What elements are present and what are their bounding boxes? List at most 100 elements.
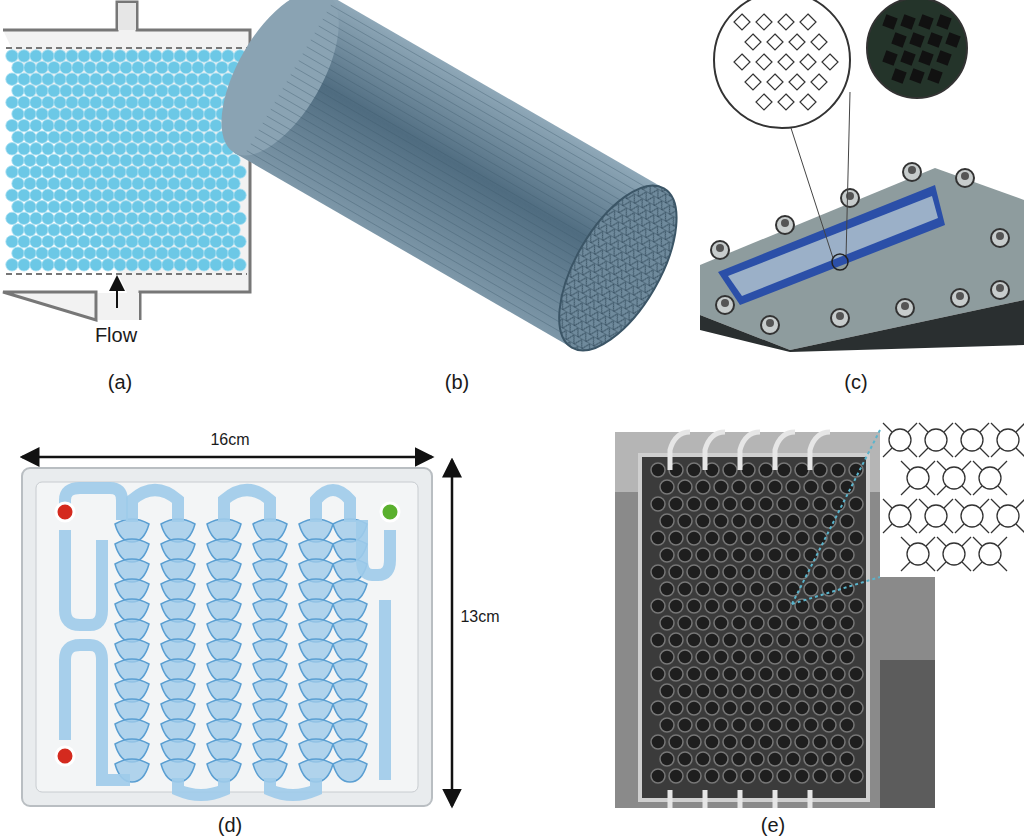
bead xyxy=(174,235,186,247)
post xyxy=(777,497,791,511)
lattice-arm xyxy=(883,499,892,508)
bead xyxy=(72,224,84,236)
bead xyxy=(48,201,60,213)
post xyxy=(750,480,764,494)
bead xyxy=(156,177,168,189)
photo-zoom xyxy=(882,14,960,83)
channel-line xyxy=(323,19,645,205)
post xyxy=(705,497,719,511)
post xyxy=(741,463,755,477)
lattice-arm xyxy=(991,448,1000,457)
bead xyxy=(60,61,72,73)
post-photo xyxy=(927,32,942,47)
post xyxy=(678,718,692,732)
post xyxy=(687,599,701,613)
bead xyxy=(120,154,132,166)
post-photo xyxy=(891,32,906,47)
post xyxy=(849,565,863,579)
bead xyxy=(228,201,240,213)
bead xyxy=(180,108,192,120)
bead xyxy=(156,224,168,236)
post xyxy=(732,582,746,596)
lattice-arm xyxy=(883,524,892,533)
post xyxy=(678,752,692,766)
bead xyxy=(192,85,204,97)
post xyxy=(831,633,845,647)
bead xyxy=(114,50,126,62)
lattice-node xyxy=(907,543,929,565)
post xyxy=(777,667,791,681)
bead xyxy=(162,50,174,62)
lattice-arm xyxy=(908,499,917,508)
bead xyxy=(96,247,108,259)
post xyxy=(687,633,701,647)
bolt xyxy=(831,309,849,327)
bead xyxy=(234,259,246,271)
tube xyxy=(773,790,778,808)
post xyxy=(687,701,701,715)
bead xyxy=(42,259,54,271)
bead xyxy=(90,73,102,85)
post xyxy=(786,480,800,494)
lattice-arm xyxy=(998,562,1007,571)
post xyxy=(768,514,782,528)
lattice-node xyxy=(925,429,947,451)
lattice-arm xyxy=(944,524,953,533)
bead xyxy=(228,154,240,166)
post xyxy=(741,667,755,681)
post-photo xyxy=(918,50,933,65)
bolt-head xyxy=(716,244,724,252)
post xyxy=(804,480,818,494)
bead xyxy=(162,73,174,85)
tube xyxy=(740,432,760,470)
bead xyxy=(36,154,48,166)
lattice-arm xyxy=(973,537,982,546)
tube xyxy=(808,790,813,808)
post-outline xyxy=(789,74,805,90)
bead xyxy=(78,119,90,131)
bead xyxy=(120,61,132,73)
post xyxy=(849,701,863,715)
post xyxy=(669,599,683,613)
bead xyxy=(108,131,120,143)
bead xyxy=(192,177,204,189)
bead xyxy=(18,212,30,224)
bead xyxy=(18,96,30,108)
post-array-zoom xyxy=(734,14,838,110)
channel-line xyxy=(295,68,617,254)
post xyxy=(750,514,764,528)
bead xyxy=(54,119,66,131)
post xyxy=(777,599,791,613)
lattice-arm xyxy=(926,537,935,546)
channel-line xyxy=(279,95,601,281)
bead xyxy=(120,201,132,213)
post xyxy=(696,480,710,494)
bead xyxy=(180,61,192,73)
bead xyxy=(120,177,132,189)
post xyxy=(813,769,827,783)
bead xyxy=(204,85,216,97)
bead xyxy=(210,259,222,271)
post xyxy=(786,548,800,562)
flow-label: Flow xyxy=(95,324,137,346)
post xyxy=(813,565,827,579)
lattice-arm xyxy=(1016,448,1024,457)
bead xyxy=(24,224,36,236)
bead xyxy=(48,177,60,189)
lattice-node xyxy=(997,429,1019,451)
post-photo xyxy=(936,50,951,65)
post xyxy=(768,718,782,732)
post xyxy=(660,582,674,596)
channel-line xyxy=(327,12,649,198)
post xyxy=(696,548,710,562)
post xyxy=(741,565,755,579)
monolith-cylinder xyxy=(198,0,700,369)
post xyxy=(813,701,827,715)
post xyxy=(705,701,719,715)
bead xyxy=(6,119,18,131)
bead xyxy=(30,259,42,271)
bead xyxy=(42,189,54,201)
tube xyxy=(705,432,725,470)
post xyxy=(786,752,800,766)
post xyxy=(822,616,836,630)
